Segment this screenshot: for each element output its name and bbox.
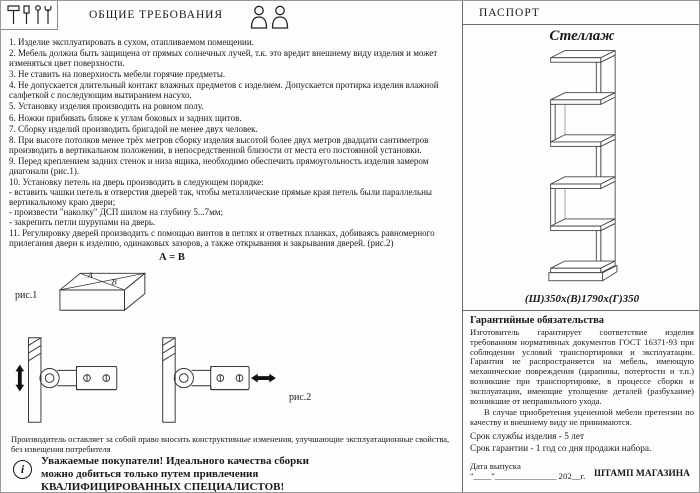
diagonal-b-label: В (112, 277, 117, 286)
hammer-screwdriver-icon (7, 5, 52, 24)
item-number: 4. (9, 80, 16, 91)
store-stamp-label: ШТАМП МАГАЗИНА (593, 468, 690, 479)
list-item: 1. Изделие эксплуатировать в сухом, отап… (9, 37, 457, 47)
item-number: 6. (9, 112, 16, 123)
item-text: Установку петель на дверь производить в … (9, 177, 432, 228)
date-line-1: Дата выпуска "____"______________ 202__г… (470, 460, 586, 481)
manufacturer-note: Производитель оставляет за собой право в… (11, 434, 450, 455)
hinge-diagram-1 (15, 337, 118, 423)
item-text: Изделие эксплуатировать в сухом, отаплив… (18, 37, 254, 47)
hinge-diagram-2 (162, 337, 276, 423)
warranty-title: Гарантийные обязательства (470, 315, 605, 326)
list-item: 5. Установку изделия производить на ровн… (9, 101, 457, 111)
two-persons-icon (250, 5, 289, 29)
shelf-unit-drawing (548, 49, 618, 282)
list-item: 7. Сборку изделий производить бригадой н… (9, 124, 457, 134)
service-life: Срок службы изделия - 5 лет (470, 431, 585, 442)
warranty-paragraph-1: Изготовитель гарантирует соответствие из… (470, 327, 694, 406)
diagonal-check-diagram: А В (58, 271, 147, 312)
item-number: 7. (9, 123, 16, 134)
warranty-paragraph-2: В случае приобретения уцененной мебели п… (470, 407, 694, 428)
dates-and-stamp: Дата выпуска "____"______________ 202__г… (470, 460, 694, 492)
item-number: 3. (9, 69, 16, 80)
fig2-label: рис.2 (289, 392, 312, 403)
list-item: 6. Ножки прибивать ближе к углам боковых… (9, 113, 457, 123)
list-item: 3. Не ставить на поверхность мебели горя… (9, 69, 457, 79)
list-item: 10. Установку петель на дверь производит… (9, 177, 457, 227)
item-number: 5. (9, 101, 16, 112)
item-text: Сборку изделий производить бригадой не м… (18, 123, 258, 134)
terms-block: Срок службы изделия - 5 лет Срок гаранти… (470, 432, 694, 454)
list-item: 2. Мебель должна быть защищена от прямых… (9, 48, 457, 68)
tools-icons-cell (1, 1, 58, 30)
list-item: 11. Регулировку дверей производить с пом… (9, 228, 457, 248)
product-name: Стеллаж (549, 28, 615, 44)
requirements-list: 1. Изделие эксплуатировать в сухом, отап… (9, 37, 457, 250)
item-number: 9. (9, 155, 16, 166)
item-number: 2. (9, 48, 16, 59)
list-item: 8. При высоте потолков менее трёх метров… (9, 135, 457, 155)
left-page-title: ОБЩИЕ ТРЕБОВАНИЯ (89, 9, 223, 21)
passport-title: ПАСПОРТ (479, 6, 540, 19)
diagonal-a-label: А (87, 271, 94, 280)
list-item: 4. Не допускается длительный контакт вла… (9, 80, 457, 100)
item-text: Ножки прибивать ближе к углам боковых и … (18, 112, 242, 123)
vertical-adjust-arrow (15, 364, 25, 392)
item-text: Мебель должна быть защищена от прямых со… (9, 48, 438, 69)
info-icon: i (13, 460, 32, 479)
right-page: ПАСПОРТ Стеллаж (463, 1, 699, 492)
item-text: Установку изделия производить на ровном … (18, 101, 204, 112)
item-number: 8. (9, 134, 16, 145)
date-line-2: Дата выпуска "____"______________ 202__г… (470, 491, 594, 492)
item-number: 10. (9, 177, 21, 188)
item-text: Не допускается длительный контакт влажны… (9, 80, 439, 101)
item-text: Регулировку дверей производить с помощью… (9, 228, 435, 249)
list-item: 9. Перед креплением задних стенок и низа… (9, 156, 457, 176)
item-number: 1. (9, 37, 16, 47)
ab-equation-label: А = В (159, 252, 185, 263)
passport-header: ПАСПОРТ (463, 1, 699, 25)
item-text: Перед креплением задних стенок и низа ящ… (9, 155, 429, 176)
horizontal-adjust-arrow (251, 373, 276, 383)
product-dimensions: (Ш)350х(В)1790х(Г)350 (463, 293, 699, 311)
item-text: Не ставить на поверхность мебели горячие… (18, 69, 226, 80)
left-page: ОБЩИЕ ТРЕБОВАНИЯ 1. Изделие эксплуатиров… (1, 1, 463, 493)
buyers-note-text: Уважаемые покупатели! Идеального качеств… (41, 455, 309, 493)
shelf-drawing-wrap (463, 47, 699, 291)
warranty-period: Срок гарантии - 1 год со дня продажи наб… (470, 443, 652, 454)
fig1-label: рис.1 (15, 290, 38, 301)
item-number: 11. (9, 228, 20, 239)
buyers-note-block: i Уважаемые покупатели! Идеального качес… (13, 455, 333, 493)
date-lines: Дата выпуска "____"______________ 202__г… (470, 460, 594, 492)
item-text: При высоте потолков менее трёх метров сб… (9, 134, 429, 155)
